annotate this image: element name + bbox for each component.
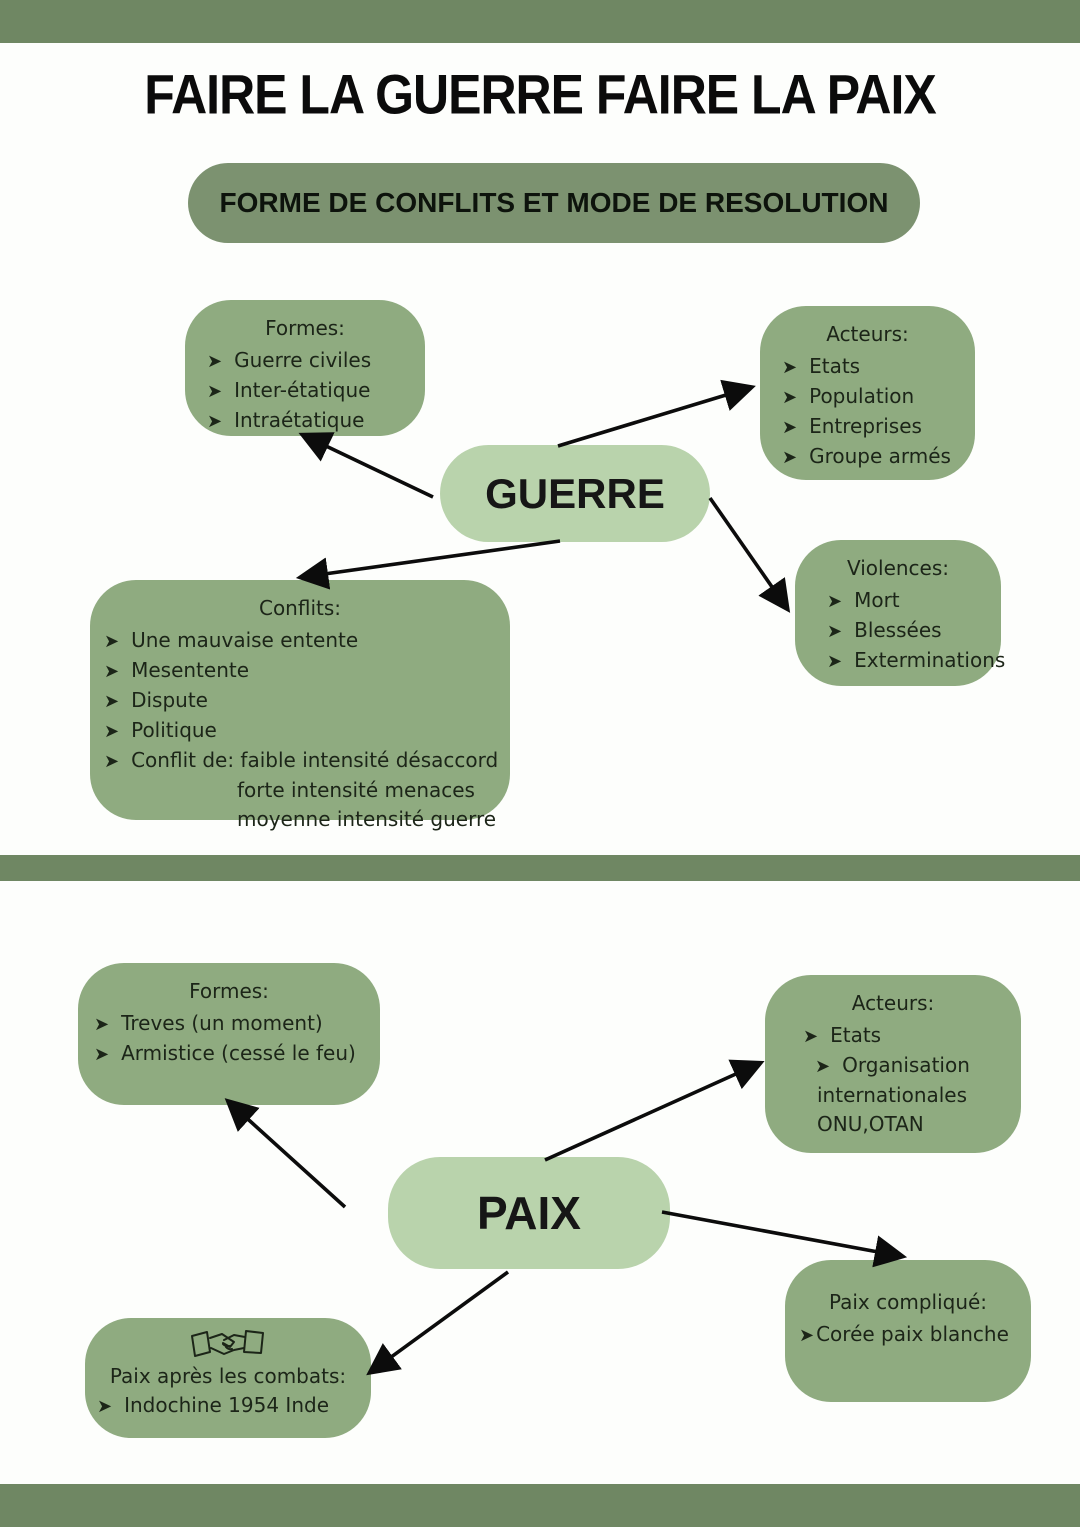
arrow-guerre-formes bbox=[298, 432, 434, 499]
section-divider bbox=[0, 855, 1080, 881]
list-item: Etats bbox=[809, 354, 861, 378]
bullet-arrow-icon: ➤ bbox=[207, 411, 223, 432]
node-formes-guerre: Formes: ➤Guerre civiles ➤Inter-étatique … bbox=[185, 300, 425, 436]
top-banner bbox=[0, 0, 1080, 43]
list-item: Inter-étatique bbox=[234, 378, 371, 402]
bullet-arrow-icon: ➤ bbox=[782, 357, 798, 378]
list-item-continuation: ONU,OTAN bbox=[817, 1112, 924, 1136]
list-item: Mort bbox=[854, 588, 900, 612]
bullet-arrow-icon: ➤ bbox=[799, 1325, 815, 1346]
list-item: Guerre civiles bbox=[234, 348, 372, 372]
list-item: Armistice (cessé le feu) bbox=[121, 1041, 356, 1065]
list-item: Corée paix blanche bbox=[816, 1322, 1009, 1346]
list-item: Population bbox=[809, 384, 915, 408]
bullet-arrow-icon: ➤ bbox=[104, 691, 120, 712]
node-title: Conflits: bbox=[258, 596, 342, 620]
bullet-arrow-icon: ➤ bbox=[803, 1026, 819, 1047]
arrow-paix-apres-combats bbox=[366, 1270, 510, 1376]
arrow-paix-formes bbox=[224, 1098, 347, 1209]
node-title: Paix compliqué: bbox=[828, 1290, 988, 1314]
node-title: Acteurs: bbox=[851, 991, 935, 1015]
page-title: FAIRE LA GUERRE FAIRE LA PAIX bbox=[144, 63, 936, 126]
subtitle-banner: FORME DE CONFLITS ET MODE DE RESOLUTION bbox=[188, 163, 920, 243]
center-node-label: GUERRE bbox=[485, 469, 665, 517]
bullet-arrow-icon: ➤ bbox=[97, 1396, 113, 1417]
list-item: Blessées bbox=[854, 618, 942, 642]
list-item: Intraétatique bbox=[234, 408, 365, 432]
node-title: Paix après les combats: bbox=[109, 1364, 347, 1388]
node-paix-apres-combats: Paix après les combats: ➤ Indochine 1954 … bbox=[85, 1318, 371, 1438]
bullet-arrow-icon: ➤ bbox=[815, 1056, 831, 1077]
bullet-arrow-icon: ➤ bbox=[104, 631, 120, 652]
list-item-continuation: moyenne intensité guerre bbox=[237, 807, 497, 831]
bullet-arrow-icon: ➤ bbox=[782, 387, 798, 408]
bullet-arrow-icon: ➤ bbox=[207, 381, 223, 402]
node-conflits: Conflits: ➤ Une mauvaise entente ➤ Mesente… bbox=[90, 580, 510, 831]
list-item: Groupe armés bbox=[809, 444, 951, 468]
bullet-arrow-icon: ➤ bbox=[782, 447, 798, 468]
list-item: Politique bbox=[131, 718, 217, 742]
node-acteurs-paix: Acteurs: ➤ Etats ➤ Organisation internatio… bbox=[765, 975, 1021, 1153]
bullet-arrow-icon: ➤ bbox=[827, 651, 843, 672]
list-item: Entreprises bbox=[809, 414, 922, 438]
list-item-continuation: internationales bbox=[817, 1083, 968, 1107]
list-item: Exterminations bbox=[854, 648, 1006, 672]
list-item: Etats bbox=[830, 1023, 882, 1047]
subtitle-text: FORME DE CONFLITS ET MODE DE RESOLUTION bbox=[219, 187, 889, 218]
node-title: Acteurs: bbox=[826, 322, 909, 346]
arrow-paix-acteurs bbox=[544, 1059, 765, 1162]
list-item: Treves (un moment) bbox=[121, 1011, 323, 1035]
bottom-banner bbox=[0, 1484, 1080, 1527]
bullet-arrow-icon: ➤ bbox=[782, 417, 798, 438]
list-item: Indochine 1954 Inde bbox=[124, 1393, 329, 1417]
node-title: Formes: bbox=[189, 979, 269, 1003]
node-violences: Violences: ➤ Mort ➤ Blessées ➤ Exterminatio… bbox=[795, 540, 1005, 686]
list-item: Organisation bbox=[842, 1053, 970, 1077]
node-acteurs-guerre: Acteurs: ➤ Etats ➤ Population ➤ Entreprises… bbox=[760, 306, 975, 480]
bullet-arrow-icon: ➤ bbox=[94, 1044, 110, 1065]
list-item: Dispute bbox=[131, 688, 208, 712]
arrow-guerre-acteurs bbox=[557, 379, 756, 448]
arrow-guerre-violences bbox=[708, 496, 791, 613]
list-item-continuation: forte intensité menaces bbox=[237, 778, 475, 802]
bullet-arrow-icon: ➤ bbox=[207, 351, 223, 372]
bullet-arrow-icon: ➤ bbox=[827, 591, 843, 612]
bullet-arrow-icon: ➤ bbox=[104, 721, 120, 742]
arrow-guerre-conflits bbox=[295, 539, 561, 590]
bullet-arrow-icon: ➤ bbox=[94, 1014, 110, 1035]
center-node-label: PAIX bbox=[477, 1187, 581, 1239]
handshake-icon bbox=[190, 1326, 266, 1362]
center-node-guerre: GUERRE bbox=[440, 445, 710, 542]
node-paix-complique: Paix compliqué: ➤Corée paix blanche bbox=[785, 1260, 1031, 1402]
list-item: Conflit de: faible intensité désaccord bbox=[131, 748, 499, 772]
node-title: Violences: bbox=[846, 556, 950, 580]
list-item: Mesentente bbox=[131, 658, 250, 682]
list-item: Une mauvaise entente bbox=[131, 628, 359, 652]
bullet-arrow-icon: ➤ bbox=[104, 661, 120, 682]
node-title: Formes: bbox=[265, 316, 345, 340]
node-formes-paix: Formes: ➤ Treves (un moment) ➤ Armistice (… bbox=[78, 963, 380, 1105]
center-node-paix: PAIX bbox=[388, 1157, 670, 1269]
arrow-paix-complique bbox=[661, 1210, 908, 1268]
bullet-arrow-icon: ➤ bbox=[104, 751, 120, 772]
bullet-arrow-icon: ➤ bbox=[827, 621, 843, 642]
